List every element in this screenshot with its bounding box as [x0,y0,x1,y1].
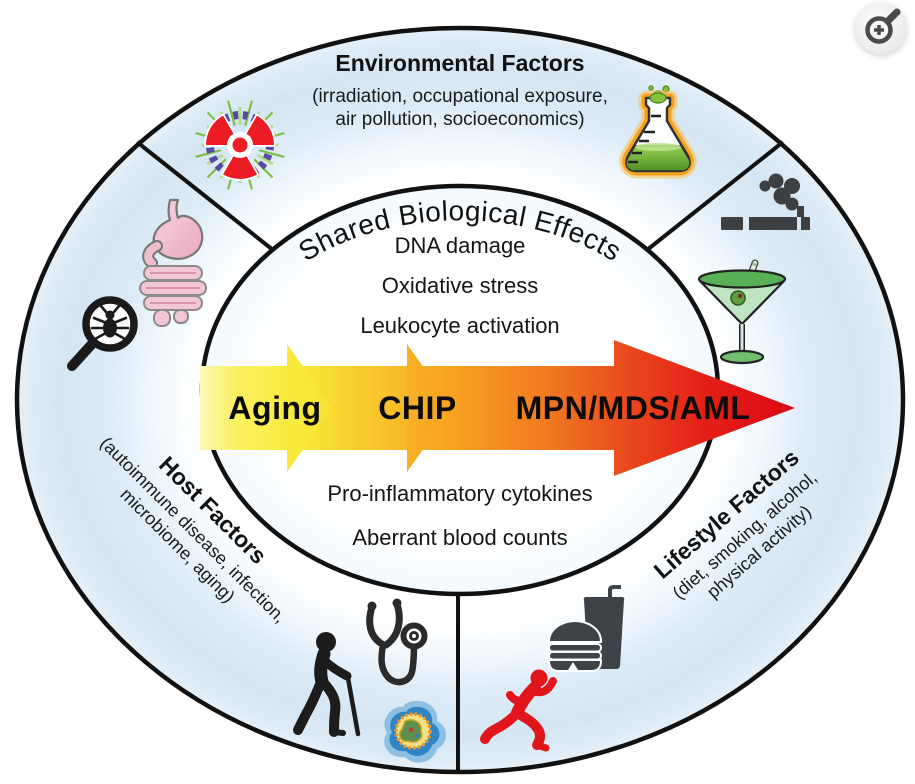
environmental-sector-label: Environmental Factors (irradiation, occu… [210,50,710,131]
microbe-icon [384,700,446,763]
environmental-sub2: air pollution, socioeconomics) [335,109,585,130]
stage-mpn-mds-aml: MPN/MDS/AML [515,390,751,426]
effect-leukocyte-activation: Leukocyte activation [360,313,560,338]
effect-aberrant-blood-counts: Aberrant blood counts [352,525,568,550]
shared-effects-top-list: DNA damage Oxidative stress Leukocyte ac… [260,233,660,353]
martini-glass-icon [697,259,787,365]
stage-aging: Aging [228,390,322,426]
stethoscope-icon [366,598,428,686]
elderly-person-icon [293,632,361,737]
zoom-in-icon [865,8,901,44]
effect-oxidative-stress: Oxidative stress [381,273,539,298]
radiation-icon [195,100,285,190]
chemistry-flask-icon [619,85,697,179]
digestive-system-icon [139,198,207,327]
zoom-in-button[interactable] [855,2,907,54]
sector-divider-top-left [135,140,275,252]
cigarette-icon [721,173,810,230]
effect-dna-damage: DNA damage [394,233,526,258]
environmental-title: Environmental Factors [335,50,585,76]
magnifier-bug-icon [67,296,138,371]
effect-proinflammatory-cytokines: Pro-inflammatory cytokines [327,481,593,506]
environmental-sub1: (irradiation, occupational exposure, [312,86,608,107]
shared-effects-bottom-list: Pro-inflammatory cytokines Aberrant bloo… [260,481,660,569]
burger-soda-icon [547,585,625,672]
progression-arrow [200,340,795,476]
stage-chip: CHIP [378,390,457,426]
sector-divider-top-right [645,140,785,252]
runner-icon [480,669,557,752]
